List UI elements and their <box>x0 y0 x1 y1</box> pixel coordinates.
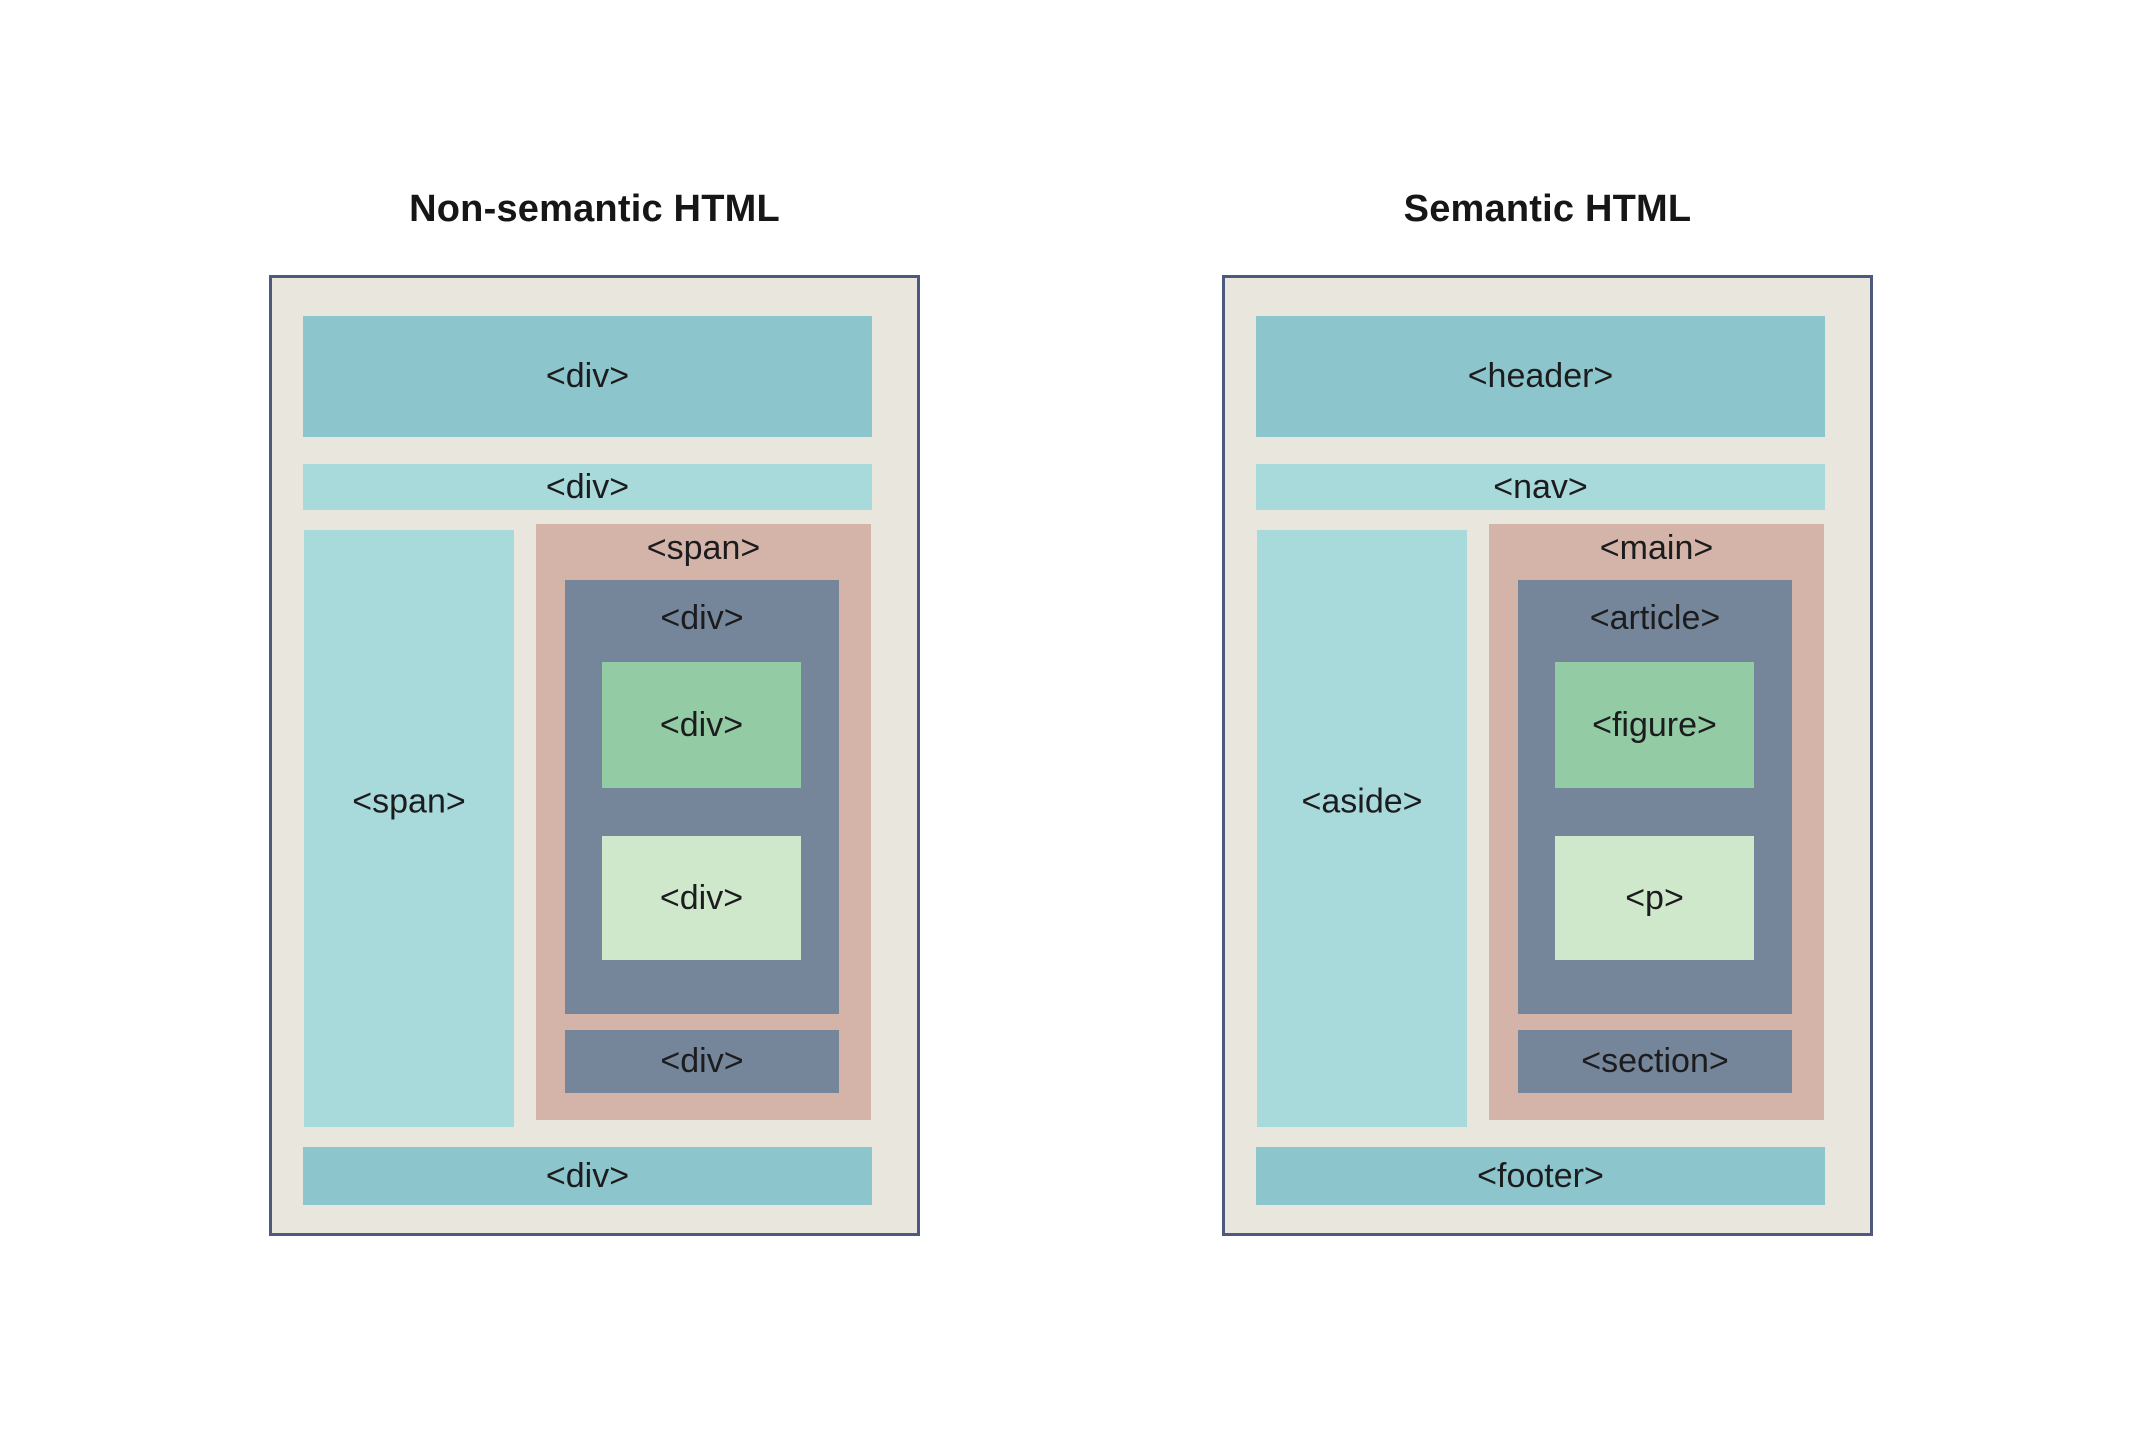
main-box-label-row: <span> <box>536 524 871 572</box>
figure-box-label: <figure> <box>1592 705 1717 744</box>
paragraph-box: <div> <box>602 836 801 960</box>
figure-box: <figure> <box>1555 662 1754 788</box>
header-box: <header> <box>1256 316 1825 437</box>
article-box: <div> <div> <div> <box>565 580 839 1014</box>
semantic-title: Semantic HTML <box>1403 188 1692 230</box>
paragraph-box-label: <p> <box>1625 878 1684 917</box>
header-box: <div> <box>303 316 872 437</box>
main-box-label: <span> <box>646 528 761 567</box>
main-box-label: <main> <box>1599 528 1714 567</box>
section-box: <div> <box>565 1030 839 1093</box>
aside-box-label: <aside> <box>1301 782 1423 821</box>
article-box-label: <article> <box>1589 598 1721 637</box>
non-semantic-layout-panel: <div> <div> <span> <span> <div> <div> <d… <box>269 275 920 1236</box>
section-box-label: <div> <box>660 1042 744 1080</box>
footer-box: <div> <box>303 1147 872 1205</box>
aside-box: <aside> <box>1257 530 1467 1127</box>
nav-box-label: <nav> <box>1493 467 1588 506</box>
header-box-label: <header> <box>1467 357 1614 395</box>
figure-box: <div> <box>602 662 801 788</box>
footer-box-label: <div> <box>545 1156 630 1195</box>
main-box-label-row: <main> <box>1489 524 1824 572</box>
article-box-label: <div> <box>660 598 744 637</box>
article-box-label-row: <article> <box>1518 580 1792 656</box>
article-box-label-row: <div> <box>565 580 839 656</box>
main-box: <main> <article> <figure> <p> <section> <box>1489 524 1824 1120</box>
footer-box: <footer> <box>1256 1147 1825 1205</box>
figure-box-label: <div> <box>659 705 744 744</box>
article-box: <article> <figure> <p> <box>1518 580 1792 1014</box>
footer-box-label: <footer> <box>1477 1156 1604 1195</box>
paragraph-box: <p> <box>1555 836 1754 960</box>
aside-box-label: <span> <box>352 782 466 821</box>
main-box: <span> <div> <div> <div> <div> <box>536 524 871 1120</box>
semantic-layout-panel: <header> <nav> <aside> <main> <article> … <box>1222 275 1873 1236</box>
section-box: <section> <box>1518 1030 1792 1093</box>
nav-box: <div> <box>303 464 872 510</box>
nav-box: <nav> <box>1256 464 1825 510</box>
paragraph-box-label: <div> <box>659 878 744 917</box>
header-box-label: <div> <box>545 357 630 395</box>
aside-box: <span> <box>304 530 514 1127</box>
nav-box-label: <div> <box>545 467 630 506</box>
non-semantic-title: Non-semantic HTML <box>409 188 780 230</box>
section-box-label: <section> <box>1581 1042 1729 1080</box>
